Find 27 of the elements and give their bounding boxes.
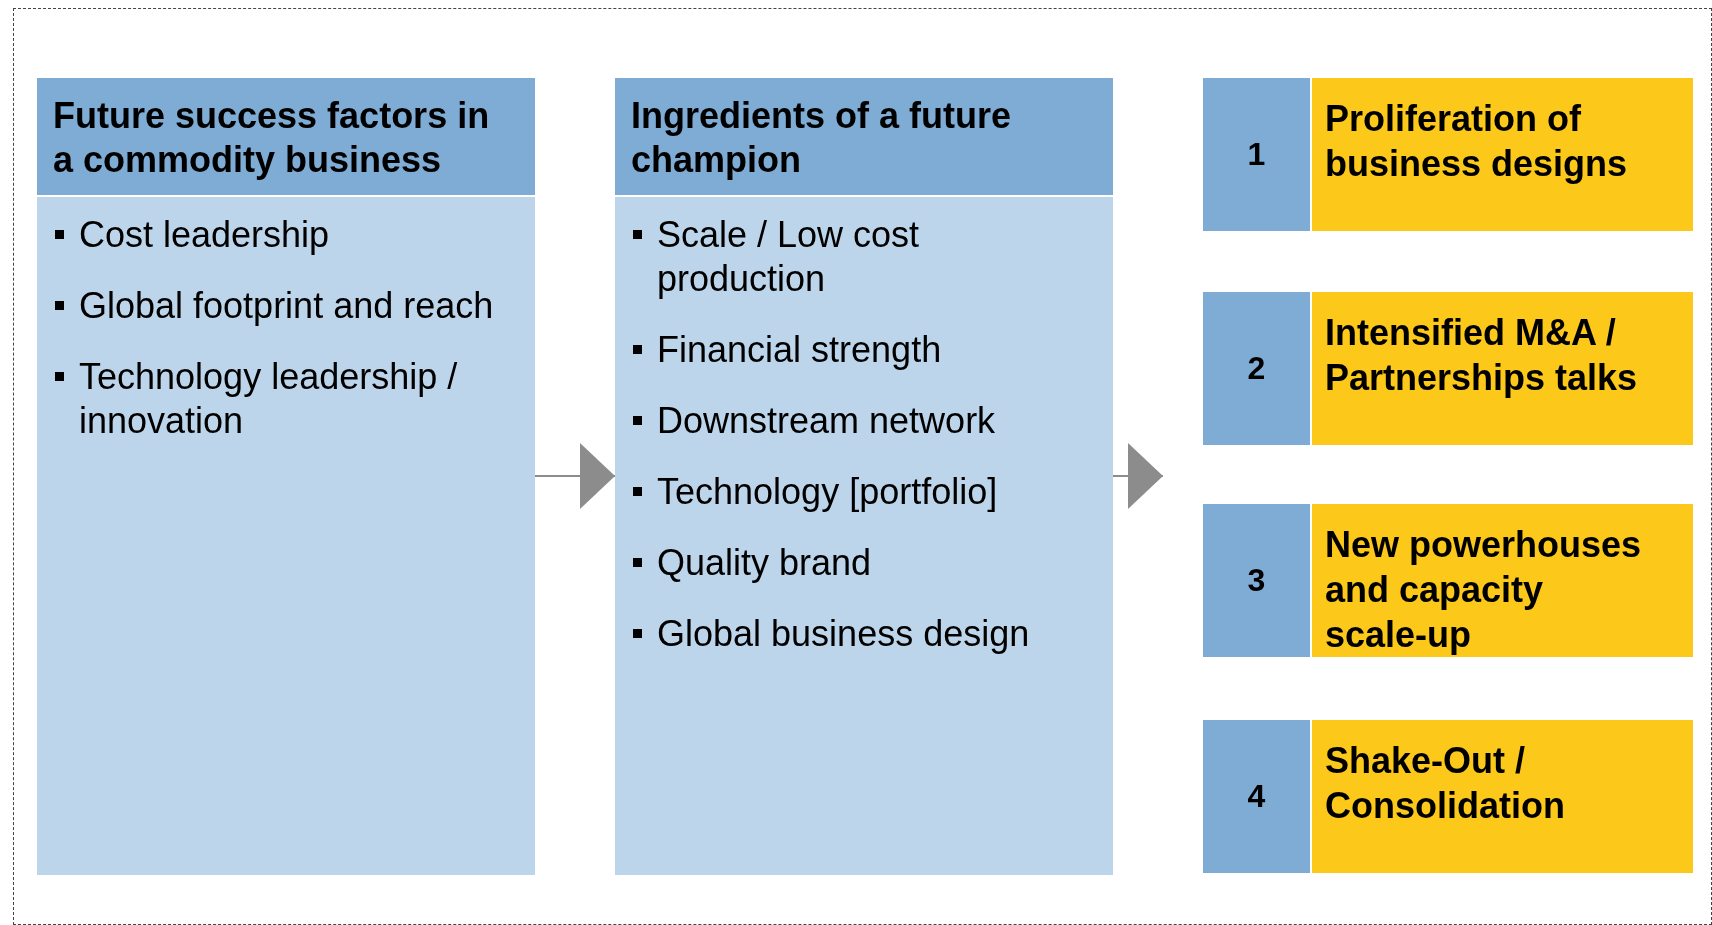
column-heading: Ingredients of a future champion [615,78,1113,197]
chevron-arrow [1112,443,1164,509]
step-number: 2 [1247,350,1266,387]
step-number: 3 [1247,562,1266,599]
column-panel [615,78,1113,875]
number-box [1203,504,1310,657]
outcome-box: New powerhouses and capacity scale-up [1312,504,1693,657]
list-item: Technology [portfolio] [657,470,998,514]
number-box [1203,78,1310,231]
list-item: Scale / Low cost production [657,213,921,301]
list-item: Global footprint and reach [79,284,494,328]
outcome-box: Proliferation of business designs [1312,78,1693,231]
list-item: Cost leadership [79,213,330,257]
list-item: Technology leadership / innovation [79,355,459,443]
step-number: 4 [1247,778,1266,815]
column-heading: Future success factors in a commodity business [37,78,535,197]
list-item: Financial strength [657,328,942,372]
list-item: Global business design [657,612,1030,656]
outcome-box: Intensified M&A / Partnerships talks [1312,292,1693,445]
column-panel [37,78,535,875]
step-number: 1 [1247,136,1266,173]
number-box [1203,292,1310,445]
list-item: Quality brand [657,541,872,585]
outcome-box: Shake-Out / Consolidation [1312,720,1693,873]
list-item: Downstream network [657,399,996,443]
chevron-arrow [534,443,616,509]
number-box [1203,720,1310,873]
